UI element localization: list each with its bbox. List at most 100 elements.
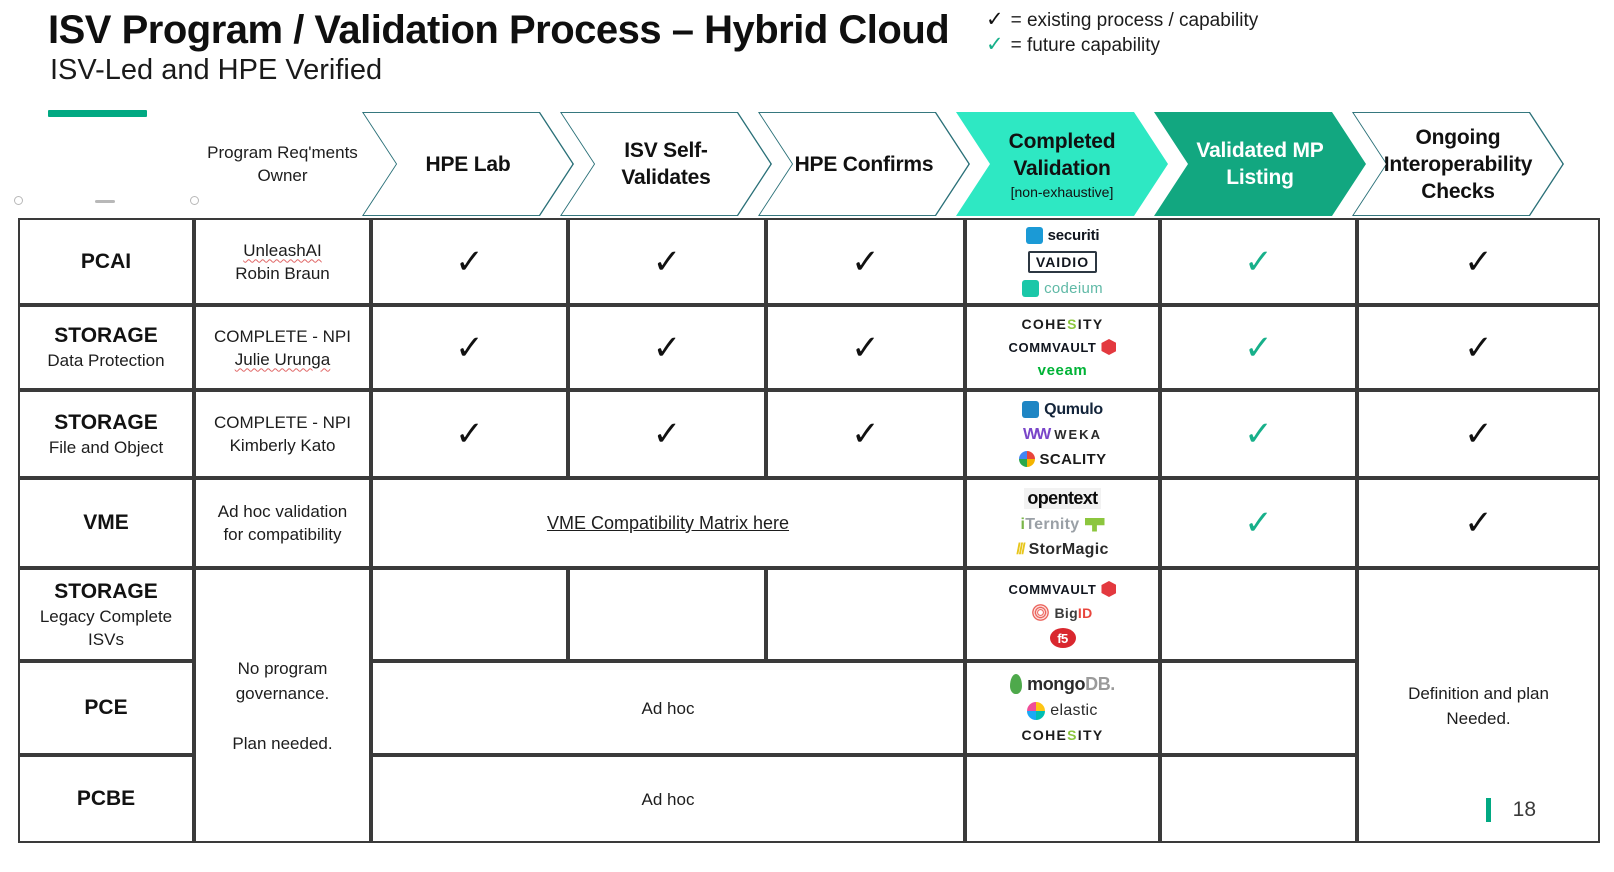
- validation-matrix-table: PCAI UnleashAI Robin Braun ✓ ✓ ✓ securit…: [18, 218, 1600, 843]
- check-icon: ✓: [1464, 328, 1493, 367]
- page-number-block: 18: [1485, 798, 1536, 822]
- table-row-pcai-name: PCAI: [18, 218, 194, 305]
- cell-storage-fo-isv-self: ✓: [568, 390, 766, 478]
- cell-vme-ongoing: ✓: [1357, 478, 1600, 568]
- check-icon: ✓: [1244, 415, 1273, 453]
- check-icon: ✓: [455, 242, 484, 281]
- legend-future-label: = future capability: [1010, 35, 1161, 56]
- table-row-pce-name: PCE: [18, 661, 194, 755]
- chevron-hpe-confirms-label: HPE Confirms: [794, 152, 934, 176]
- check-icon: ✓: [1464, 242, 1493, 281]
- chevron-hpe-lab-label: HPE Lab: [425, 152, 511, 176]
- logo-elastic: elastic: [1027, 701, 1097, 720]
- logo-mongodb: mongoDB.: [1010, 674, 1115, 695]
- cell-pce-mp-listing: [1160, 661, 1357, 755]
- check-existing-icon: ✓: [986, 8, 1004, 31]
- row-label-pcai: PCAI: [80, 249, 132, 273]
- vme-compatibility-matrix-link[interactable]: VME Compatibility Matrix here: [546, 512, 790, 533]
- pce-adhoc-text: Ad hoc: [641, 698, 695, 718]
- chevron-isv-self-validates[interactable]: ISV Self-Validates: [560, 112, 772, 216]
- check-icon: ✓: [851, 242, 880, 281]
- definition-line-2: Needed.: [1446, 708, 1511, 728]
- logo-veeam: veeam: [1037, 362, 1088, 379]
- cell-pcai-mp-listing: ✓: [1160, 218, 1357, 305]
- check-icon: ✓: [1244, 242, 1273, 281]
- logo-cohesity: COHESITY: [1021, 316, 1104, 332]
- owner-program-storage-dp: COMPLETE - NPI: [214, 326, 351, 346]
- check-icon: ✓: [652, 242, 682, 281]
- row-sublabel-storage-legacy-1: Legacy Complete: [39, 606, 173, 626]
- chevron-validated-mp-listing[interactable]: Validated MP Listing: [1154, 112, 1366, 216]
- logo-f5: f5: [1049, 628, 1076, 648]
- selection-handle-bottom[interactable]: [95, 200, 115, 203]
- logo-bigid: BigID: [1032, 604, 1092, 621]
- logo-commvault: COMMVAULT: [1009, 581, 1117, 597]
- logo-qumulo: Qumulo: [1022, 401, 1103, 419]
- logo-securiti: securiti: [1025, 226, 1100, 244]
- cell-pce-completed-validation: mongoDB. elastic COHESITY: [965, 661, 1160, 755]
- chevron-ongoing-interop-checks-label: Ongoing Interoperability Checks: [1383, 125, 1533, 203]
- pcbe-adhoc-text: Ad hoc: [641, 789, 695, 809]
- chevron-ongoing-interop-checks[interactable]: Ongoing Interoperability Checks: [1352, 112, 1564, 216]
- check-icon: ✓: [455, 415, 484, 453]
- chevron-completed-validation-label: Completed Validation: [1008, 130, 1116, 180]
- check-icon: ✓: [652, 328, 682, 367]
- check-icon: ✓: [1464, 415, 1493, 453]
- cell-pcai-hpe-confirms: ✓: [766, 218, 965, 305]
- check-icon: ✓: [652, 415, 682, 453]
- selection-handle-left[interactable]: [14, 196, 23, 205]
- row-label-pce: PCE: [84, 696, 128, 719]
- check-icon: ✓: [1244, 504, 1273, 542]
- cell-storage-legacy-hpe-lab: [371, 568, 568, 661]
- chevron-hpe-lab[interactable]: HPE Lab: [362, 112, 574, 216]
- owner-name-storage-fo: Kimberly Kato: [229, 436, 336, 455]
- legend-item-existing: ✓ = existing process / capability: [986, 8, 1258, 33]
- logo-codeium: codeium: [1022, 279, 1103, 297]
- header-owner-label: Program Req'ments Owner: [207, 143, 358, 185]
- definition-line-1: Definition and plan: [1408, 683, 1549, 703]
- check-icon: ✓: [1244, 328, 1273, 367]
- cell-pce-merged-adhoc: Ad hoc: [371, 661, 965, 755]
- selection-handle-right[interactable]: [190, 196, 199, 205]
- cell-pcbe-mp-listing: [1160, 755, 1357, 843]
- owner-name-storage-dp: Julie Urunga: [234, 349, 331, 369]
- cell-storage-legacy-isv-self: [568, 568, 766, 661]
- cell-pcbe-merged-adhoc: Ad hoc: [371, 755, 965, 843]
- row-sublabel-storage-fo: File and Object: [48, 437, 164, 457]
- check-icon: ✓: [851, 328, 880, 367]
- table-row-pcbe-name: PCBE: [18, 755, 194, 843]
- row-label-storage-dp: STORAGE: [54, 324, 158, 347]
- cell-storage-dp-mp-listing: ✓: [1160, 305, 1357, 390]
- row-label-pcbe: PCBE: [76, 787, 136, 810]
- legend-existing-label: = existing process / capability: [1010, 10, 1259, 31]
- cell-storage-fo-hpe-lab: ✓: [371, 390, 568, 478]
- chevron-hpe-confirms[interactable]: HPE Confirms: [758, 112, 970, 216]
- owner-program-pcai: UnleashAI: [243, 240, 322, 260]
- logo-scality: SCALITY: [1018, 451, 1107, 468]
- logo-stormagic: ///StorMagic: [1016, 540, 1109, 558]
- cell-storage-dp-completed-validation: COHESITY COMMVAULT veeam: [965, 305, 1160, 390]
- logo-cohesity: COHESITY: [1021, 726, 1104, 743]
- chevron-completed-validation[interactable]: Completed Validation [non-exhaustive]: [956, 112, 1168, 216]
- page-subtitle: ISV-Led and HPE Verified: [50, 54, 383, 86]
- logo-opentext: opentext: [1024, 487, 1101, 509]
- cell-pcbe-completed-validation: [965, 755, 1160, 843]
- cell-storage-fo-hpe-confirms: ✓: [766, 390, 965, 478]
- cell-storage-dp-isv-self: ✓: [568, 305, 766, 390]
- table-row-storage-dp-name: STORAGE Data Protection: [18, 305, 194, 390]
- cell-storage-dp-ongoing: ✓: [1357, 305, 1600, 390]
- cell-definition-plan-merged: Definition and plan Needed.: [1357, 568, 1600, 843]
- chevron-validated-mp-listing-label: Validated MP Listing: [1196, 139, 1324, 189]
- cell-governance-merged: No program governance. Plan needed.: [194, 568, 371, 843]
- table-row-storage-legacy-name: STORAGE Legacy Complete ISVs: [18, 568, 194, 661]
- cell-storage-legacy-hpe-confirms: [766, 568, 965, 661]
- chevron-completed-validation-sub: [non-exhaustive]: [1010, 184, 1114, 200]
- row-label-storage-fo: STORAGE: [54, 410, 158, 434]
- logo-commvault: COMMVAULT: [1009, 339, 1117, 355]
- owner-program-vme-2: for compatibility: [223, 525, 342, 544]
- logo-iternity: iTernity: [1020, 516, 1105, 534]
- page-number-accent-bar: [1485, 798, 1491, 822]
- cell-vme-merged-link[interactable]: VME Compatibility Matrix here: [371, 478, 965, 568]
- cell-storage-dp-hpe-lab: ✓: [371, 305, 568, 390]
